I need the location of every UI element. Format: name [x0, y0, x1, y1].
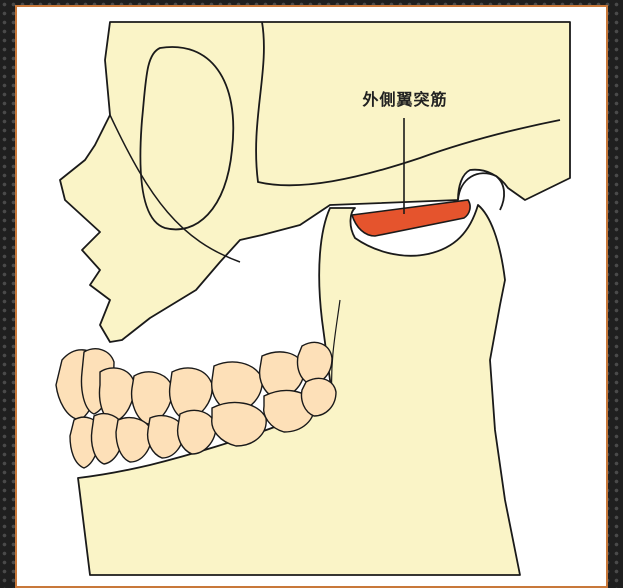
- upper-molar-tooth: [298, 342, 333, 384]
- lower-premolar-tooth: [178, 410, 216, 454]
- lateral-pterygoid-muscle: [352, 200, 470, 236]
- lower-canine-tooth: [116, 418, 152, 462]
- muscle-label: 外側翼突筋: [345, 86, 465, 110]
